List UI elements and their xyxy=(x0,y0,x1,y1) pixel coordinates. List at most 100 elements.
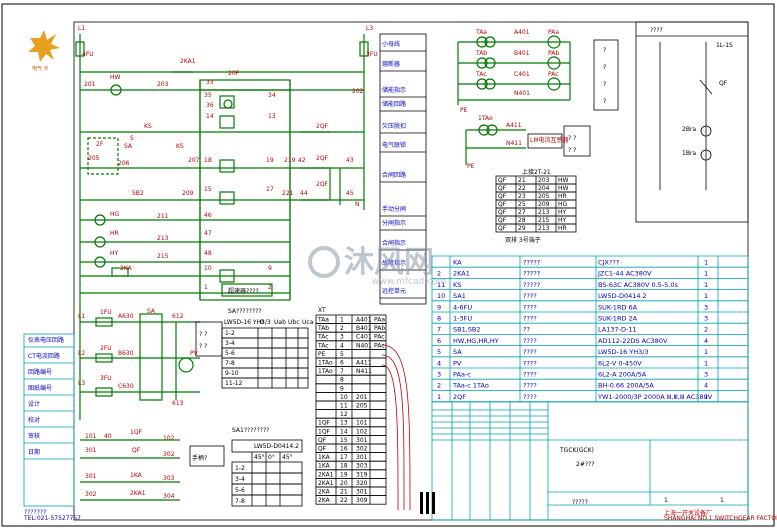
circuit-label: 20F xyxy=(228,70,240,77)
bom-no: 11 xyxy=(437,281,445,289)
sa-header: Ubc xyxy=(288,319,300,326)
sa-header: Uab xyxy=(274,319,286,326)
circuit-label: 211 xyxy=(157,213,169,220)
function-label: 远控单元 xyxy=(382,287,406,295)
function-label: 故障指示 xyxy=(382,259,406,267)
bom-qty: 3 xyxy=(704,303,708,311)
xt-wire: 205 xyxy=(356,403,368,410)
drawing-no: 2#??? xyxy=(576,461,594,468)
circuit-label: 302 xyxy=(163,451,175,458)
sa1-contact-table: SA1????????LW5D-D0414.245°0°45°1-23-45-6… xyxy=(189,427,303,507)
bom-code: 2KA1 xyxy=(453,270,470,278)
circuit-label: 213 xyxy=(157,235,169,242)
bom-spec: AD112-22DS AC380V xyxy=(598,337,668,345)
drawing-name: TGCK(GCK) xyxy=(559,447,594,454)
bom-no: 6 xyxy=(437,337,441,345)
ct-label: PE xyxy=(460,107,468,114)
circuit-label: 301 xyxy=(85,447,97,454)
xt-number: 21 xyxy=(340,489,348,496)
function-label: 欠压脱扣 xyxy=(382,122,406,130)
bom-code: KA xyxy=(453,259,462,267)
xt-number: 2 xyxy=(340,325,344,332)
circuit-label: 612 xyxy=(172,313,184,320)
qbox-frame xyxy=(195,321,223,357)
question-mark: ? xyxy=(603,47,606,54)
circuit-label: PV xyxy=(190,350,199,357)
bom-spec: LW5D-D0414.2 xyxy=(598,292,647,300)
circuit-label: HR xyxy=(110,230,119,237)
sa1-side-label: 手柄? xyxy=(192,454,207,462)
bom-name: ???? xyxy=(523,337,537,345)
logo-text: 电气 ® xyxy=(32,65,49,72)
project-name: ????? xyxy=(572,499,588,506)
bom-qty: 1 xyxy=(704,270,708,278)
xt-number: 7 xyxy=(340,368,344,375)
circuit-label: 15 xyxy=(204,186,212,193)
xt-device: 2KA xyxy=(318,489,331,496)
circuit-label: SA xyxy=(124,143,133,150)
strip-cell: 213 xyxy=(538,225,550,232)
ct-label: TAb xyxy=(475,50,487,57)
xt-wire: N411 xyxy=(356,368,372,375)
strip-cell: QF xyxy=(498,209,507,216)
sa1-row-label: 7-8 xyxy=(235,498,245,505)
circuit-label: 215 xyxy=(157,253,169,260)
strip-cell: 213 xyxy=(538,209,550,216)
circuit-label: 46 xyxy=(204,212,212,219)
circuit-label: 47 xyxy=(204,230,212,237)
bom-no: 4 xyxy=(437,359,441,367)
bom-qty: 2 xyxy=(704,326,708,334)
circuit-label: QF xyxy=(132,447,141,454)
circuit-label: 13 xyxy=(268,113,276,120)
function-label: 储能指示 xyxy=(382,86,406,94)
circuit-label: 45 xyxy=(346,190,354,197)
bom-name: ???? xyxy=(523,315,537,323)
circuit-label: 2KA1 xyxy=(180,58,196,65)
xt-number: 16 xyxy=(340,446,348,453)
bom-no: 1 xyxy=(437,393,441,401)
function-label: 合闸指示 xyxy=(382,239,406,247)
bom-spec: BH-0.66 200A/5A xyxy=(598,382,654,390)
circuit-label: A630 xyxy=(118,313,134,320)
circuit-label: 35 xyxy=(204,92,212,99)
circuit-label: 33 xyxy=(206,79,214,86)
xt-device: 1QF xyxy=(318,428,331,435)
sa-row xyxy=(221,337,309,349)
bom-no: 8 xyxy=(437,315,441,323)
ct-label: PAa xyxy=(548,29,559,36)
strip-cell: 25 xyxy=(518,201,526,208)
xt-wire: C401 xyxy=(356,334,372,341)
xt-row xyxy=(315,409,387,419)
xt-wire: 309 xyxy=(356,497,368,504)
bom-spec: LA137-D-11 xyxy=(598,326,637,334)
bom-spec: LW5D-16 YH3/3 xyxy=(598,348,649,356)
sa-row-label: 1-2 xyxy=(225,330,235,337)
xt-wire: 201 xyxy=(356,394,368,401)
xt-number: 18 xyxy=(340,463,348,470)
xt-row xyxy=(315,434,387,445)
xt-row xyxy=(315,391,387,402)
strip-cell: QF xyxy=(498,201,507,208)
xt-wire: A411 xyxy=(356,360,372,367)
bom-name: ???? xyxy=(523,292,537,300)
single-line-title: ???? xyxy=(650,27,663,34)
ct-small-box: ? ?? ? xyxy=(568,135,576,154)
bom-code: PV xyxy=(453,359,462,367)
circuit-label: 2FU xyxy=(100,345,112,352)
function-label: 小母线 xyxy=(382,40,400,48)
ct-label: N401 xyxy=(514,90,530,97)
sa-row-label: 3-4 xyxy=(225,340,235,347)
xt-number: 22 xyxy=(340,497,348,504)
xt-dest: PAc xyxy=(374,334,385,341)
strip-cell: 203 xyxy=(538,177,550,184)
xt-wire: 319 xyxy=(356,471,368,478)
strip-cell: HY xyxy=(558,209,567,216)
circuit-label: L1 xyxy=(78,25,85,32)
sa1-row-label: 5-6 xyxy=(235,487,245,494)
bom-qty: 4 xyxy=(704,337,708,345)
side-label: 回路编号 xyxy=(28,368,52,376)
side-label: CT电流回路 xyxy=(28,352,60,360)
xt-number: 17 xyxy=(340,454,348,461)
bom-qty: 1 xyxy=(704,281,708,289)
